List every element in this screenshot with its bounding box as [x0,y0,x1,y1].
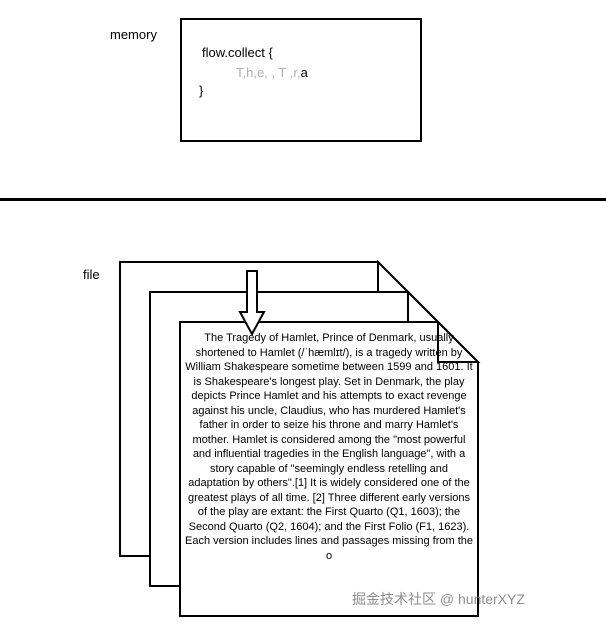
file-label: file [83,267,100,282]
page-front [179,319,481,617]
code-line-emitted-values: T,h,e, , T ,r,a [236,65,308,81]
watermark: 掘金技术社区 @ hunterXYZ [352,591,525,607]
page-front-fold-icon [437,319,481,363]
code-line-collect-open: flow.collect { [202,45,273,60]
emitted-values-gray: T,h,e, , T ,r, [236,65,301,80]
down-arrow-icon [238,270,266,337]
section-divider [0,198,606,201]
document-text: The Tragedy of Hamlet, Prince of Denmark… [185,332,473,562]
emitted-values-current: a [300,65,308,80]
code-line-collect-close: } [199,83,204,98]
memory-box: flow.collect { T,h,e, , T ,r,a } [180,18,422,142]
memory-label: memory [110,27,157,42]
